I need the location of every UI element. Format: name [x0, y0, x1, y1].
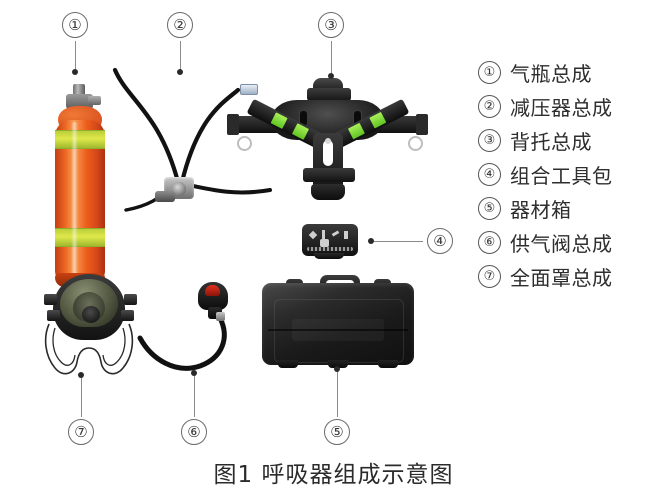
callout-dot-2 — [177, 69, 183, 75]
cylinder-valve-body — [66, 94, 93, 109]
legend-item-3: ③ 背托总成 — [478, 123, 663, 157]
case-body — [262, 283, 414, 365]
case-foot-center — [328, 360, 348, 368]
backplate-cross-brace — [303, 168, 355, 182]
legend-item-6: ⑥ 供气阀总成 — [478, 225, 663, 259]
backplate-spine-dot — [325, 138, 331, 144]
air-supply-valve-assembly — [137, 282, 243, 382]
callout-leader-7 — [81, 377, 83, 417]
legend-number-2: ② — [478, 94, 501, 118]
supply-valve-ferrule — [216, 312, 225, 321]
full-face-mask-assembly — [35, 272, 150, 387]
pressure-gauge — [155, 191, 175, 202]
legend-item-7: ⑦ 全面罩总成 — [478, 259, 663, 293]
callout-marker-1: ① — [62, 12, 88, 38]
reflective-patch — [347, 122, 365, 140]
tool-pouch-assembly — [302, 222, 362, 262]
regulator-core — [172, 182, 186, 196]
legend: ① 气瓶总成 ② 减压器总成 ③ 背托总成 ④ 组合工具包 ⑤ 器材箱 ⑥ 供气… — [478, 55, 663, 293]
tool-pouch-zipper — [307, 247, 353, 251]
callout-dot-4 — [368, 238, 374, 244]
legend-number-4: ④ — [478, 162, 501, 186]
tool-icon — [344, 231, 348, 239]
callout-leader-3 — [331, 41, 333, 75]
legend-label-1: 气瓶总成 — [510, 61, 592, 86]
legend-label-2: 减压器总成 — [510, 95, 613, 120]
mask-head-harness — [44, 323, 134, 375]
mask-strap-clip-right — [124, 294, 137, 305]
tool-pouch-body — [302, 224, 358, 256]
mask-strap-clip-lower-left — [47, 310, 60, 321]
case-foot-left — [278, 360, 298, 368]
callout-marker-5: ⑤ — [324, 419, 350, 445]
back-plate-assembly — [225, 78, 430, 203]
cylinder-valve-outlet — [88, 96, 101, 105]
callout-leader-4 — [371, 241, 423, 243]
regulator-quick-connector — [240, 84, 258, 95]
legend-item-2: ② 减压器总成 — [478, 89, 663, 123]
callout-marker-2: ② — [167, 12, 193, 38]
strap-d-ring-right — [408, 136, 423, 151]
callout-dot-3 — [328, 73, 334, 79]
legend-label-6: 供气阀总成 — [510, 231, 613, 256]
tool-pouch-flap — [314, 253, 344, 259]
legend-item-1: ① 气瓶总成 — [478, 55, 663, 89]
cylinder-reflective-band-top — [55, 130, 105, 149]
reflective-patch — [291, 123, 310, 140]
case-foot-right — [378, 360, 398, 368]
screwdriver-icon — [322, 230, 325, 240]
legend-number-1: ① — [478, 60, 501, 84]
legend-label-3: 背托总成 — [510, 129, 592, 154]
backplate-logo — [307, 88, 351, 101]
legend-number-7: ⑦ — [478, 264, 501, 288]
callout-dot-1 — [72, 69, 78, 75]
callout-dot-5 — [334, 366, 340, 372]
mask-strap-clip-left — [44, 294, 57, 305]
legend-number-5: ⑤ — [478, 196, 501, 220]
legend-label-4: 组合工具包 — [510, 163, 613, 188]
legend-label-5: 器材箱 — [510, 197, 572, 222]
callout-marker-7: ⑦ — [68, 419, 94, 445]
callout-leader-6 — [194, 375, 196, 417]
legend-item-5: ⑤ 器材箱 — [478, 191, 663, 225]
tool-icon — [320, 239, 329, 247]
legend-label-7: 全面罩总成 — [510, 265, 613, 290]
pliers-icon — [331, 230, 340, 237]
callout-leader-2 — [180, 41, 182, 71]
supply-valve-red-button — [205, 285, 220, 296]
strap-d-ring-left — [237, 136, 252, 151]
case-lid-seam — [268, 329, 408, 331]
callout-marker-6: ⑥ — [181, 419, 207, 445]
equipment-case — [262, 275, 414, 371]
cylinder-highlight — [71, 122, 78, 282]
waist-buckle-left — [227, 114, 239, 135]
callout-dot-6 — [191, 370, 197, 376]
callout-leader-5 — [337, 371, 339, 417]
supply-valve-hose — [137, 315, 227, 371]
legend-number-6: ⑥ — [478, 230, 501, 254]
callout-dot-7 — [78, 372, 84, 378]
legend-number-3: ③ — [478, 128, 501, 152]
backplate-spine-slot — [323, 140, 333, 166]
reflective-patch — [270, 112, 288, 129]
callout-marker-3: ③ — [318, 12, 344, 38]
mask-strap-clip-lower-right — [121, 310, 134, 321]
pressure-reducer-assembly — [112, 67, 272, 222]
figure-caption: 图1 呼吸器组成示意图 — [213, 462, 454, 488]
callout-leader-1 — [75, 41, 77, 71]
wrench-icon — [308, 230, 318, 240]
reflective-patch — [369, 111, 387, 129]
waist-buckle-right — [416, 114, 428, 135]
legend-item-4: ④ 组合工具包 — [478, 157, 663, 191]
backplate-bottom-bracket — [311, 184, 345, 200]
callout-marker-4: ④ — [427, 228, 453, 254]
mask-breathing-port — [82, 306, 100, 323]
cylinder-reflective-band-bottom — [55, 228, 105, 247]
